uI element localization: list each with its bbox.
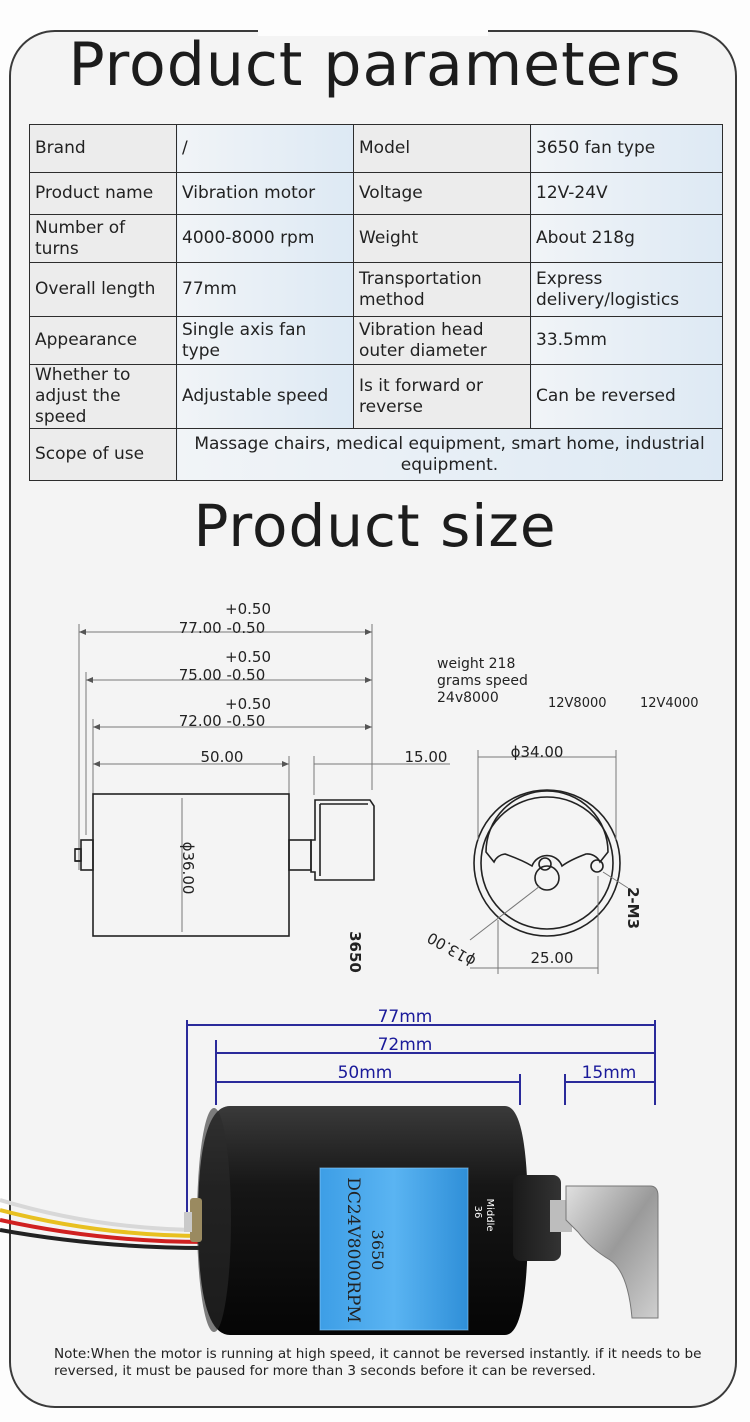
dim50-label: 50.00 <box>201 748 244 766</box>
param-label: Overall length <box>29 262 177 317</box>
page-title: Product parameters <box>68 30 682 100</box>
dia34-label: ϕ34.00 <box>511 743 564 761</box>
motor-photo: 77mm 72mm 50mm 15mm 3650 DC24V8000RPM Mi… <box>0 1007 659 1335</box>
param-label: Product name <box>29 172 177 215</box>
param-value: 33.5mm <box>530 316 723 365</box>
photo-dim-50: 50mm <box>338 1063 393 1083</box>
dim15-label: 15.00 <box>405 748 448 766</box>
middle-value: 36 <box>472 1206 483 1219</box>
weight-speed-note: weight 218 grams speed 24v8000 <box>437 656 528 706</box>
middle-label: Middle <box>484 1198 495 1231</box>
dia36-label: ϕ36.00 <box>179 842 197 895</box>
dia13-label: ϕ13.00 <box>424 928 479 970</box>
param-value: Express delivery/logistics <box>530 262 723 317</box>
dim25-label: 25.00 <box>531 949 574 967</box>
param-value: Adjustable speed <box>176 364 354 429</box>
dim75-label: 75.00 -0.50 <box>179 666 266 684</box>
dim72-tolerance: +0.50 <box>225 695 271 713</box>
motor-label-model: 3650 <box>368 1230 387 1271</box>
photo-dim-15: 15mm <box>582 1063 637 1083</box>
spec-12v4000: 12V4000 <box>640 696 699 711</box>
thread-label: 2-M3 <box>624 887 642 929</box>
dim72-label: 72.00 -0.50 <box>179 712 266 730</box>
dim75-tolerance: +0.50 <box>225 648 271 666</box>
param-label: Whether to adjust the speed <box>29 364 177 429</box>
dim77-tolerance: +0.50 <box>225 600 271 618</box>
spec-12v8000: 12V8000 <box>548 696 607 711</box>
dimension-drawing: +0.50 77.00 -0.50 +0.50 75.00 -0.50 +0.5… <box>74 600 642 974</box>
param-value: 77mm <box>176 262 354 317</box>
param-value: Single axis fan type <box>176 316 354 365</box>
usage-note: Note:When the motor is running at high s… <box>54 1346 702 1379</box>
param-value: 3650 fan type <box>530 124 723 173</box>
param-label: Brand <box>29 124 177 173</box>
dim77-label: 77.00 -0.50 <box>179 619 266 637</box>
model-label: 3650 <box>346 931 364 973</box>
size-title: Product size <box>193 492 557 560</box>
photo-dim-72: 72mm <box>378 1035 433 1055</box>
param-label: Model <box>353 124 531 173</box>
scope-value: Massage chairs, medical equipment, smart… <box>176 428 723 481</box>
param-label: Appearance <box>29 316 177 365</box>
param-value: Vibration motor <box>176 172 354 215</box>
param-value: Can be reversed <box>530 364 723 429</box>
param-value: / <box>176 124 354 173</box>
frame-notch <box>258 26 488 36</box>
param-value: About 218g <box>530 214 723 263</box>
motor-label-spec: DC24V8000RPM <box>343 1177 363 1322</box>
param-label: Number of turns <box>29 214 177 263</box>
param-label: Vibration head outer diameter <box>353 316 531 365</box>
scope-label: Scope of use <box>29 428 177 481</box>
param-label: Weight <box>353 214 531 263</box>
param-value: 12V-24V <box>530 172 723 215</box>
param-label: Is it forward or reverse <box>353 364 531 429</box>
param-label: Voltage <box>353 172 531 215</box>
param-label: Transportation method <box>353 262 531 317</box>
photo-dim-77: 77mm <box>378 1007 433 1027</box>
param-value: 4000-8000 rpm <box>176 214 354 263</box>
